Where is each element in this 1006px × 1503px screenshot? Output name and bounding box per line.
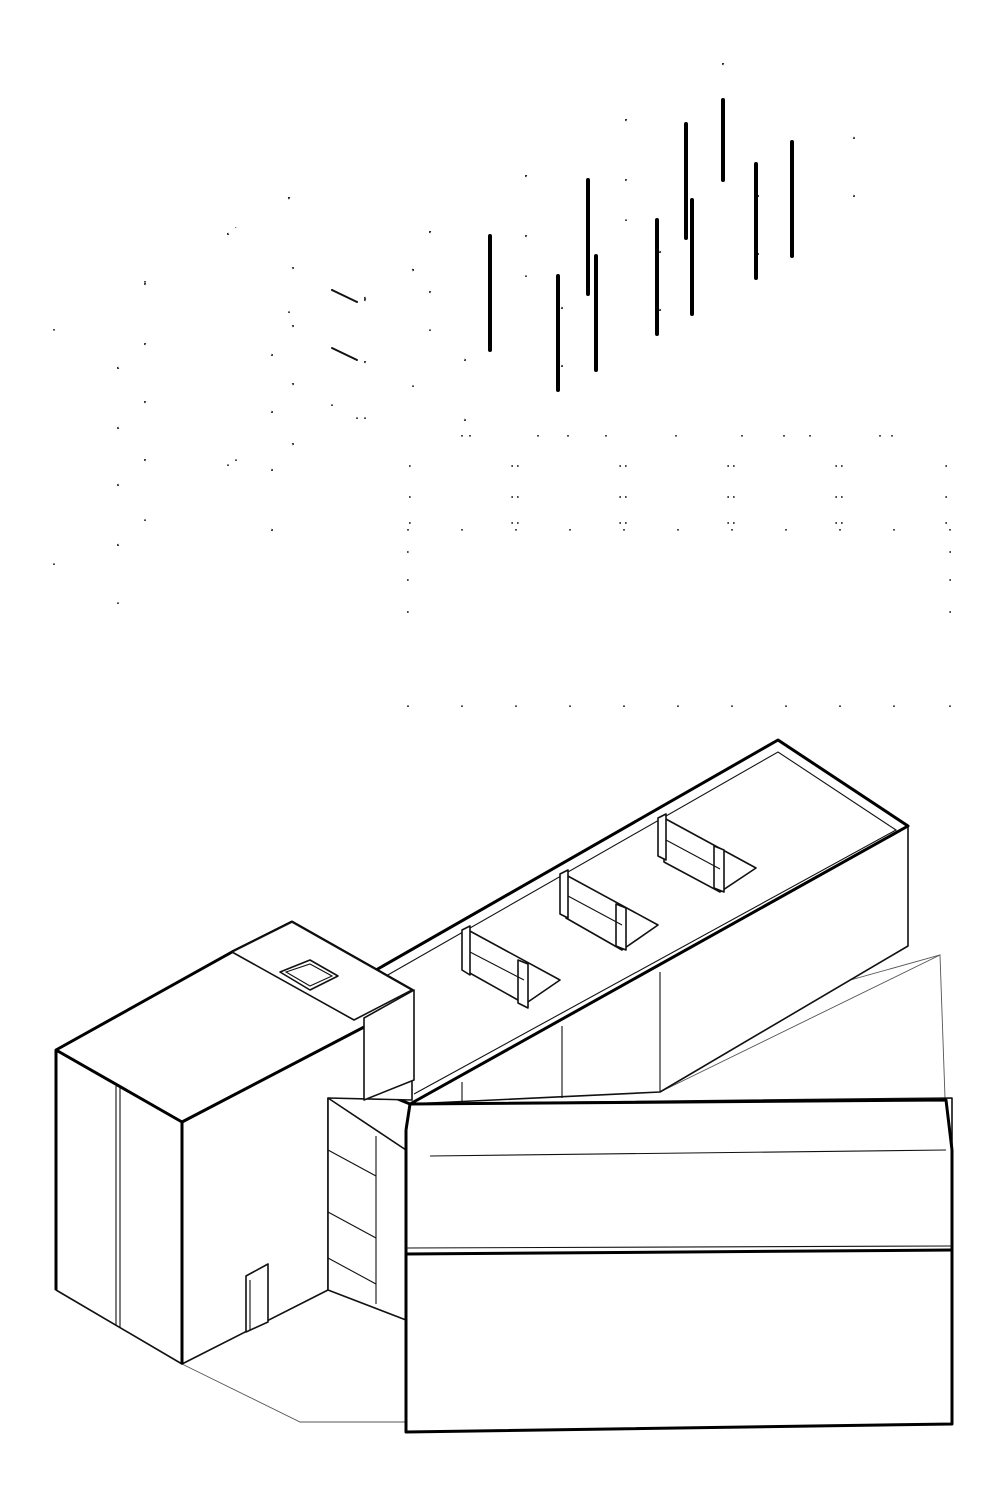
tower-block [54,920,414,1365]
rear-wing [364,738,910,1106]
roof-lanterns [461,813,757,1009]
left-frame [116,197,415,604]
junction-recess [327,989,415,1321]
middle-portal-frame [330,269,466,421]
front-wing [404,1097,954,1434]
receding-frames [428,63,855,392]
